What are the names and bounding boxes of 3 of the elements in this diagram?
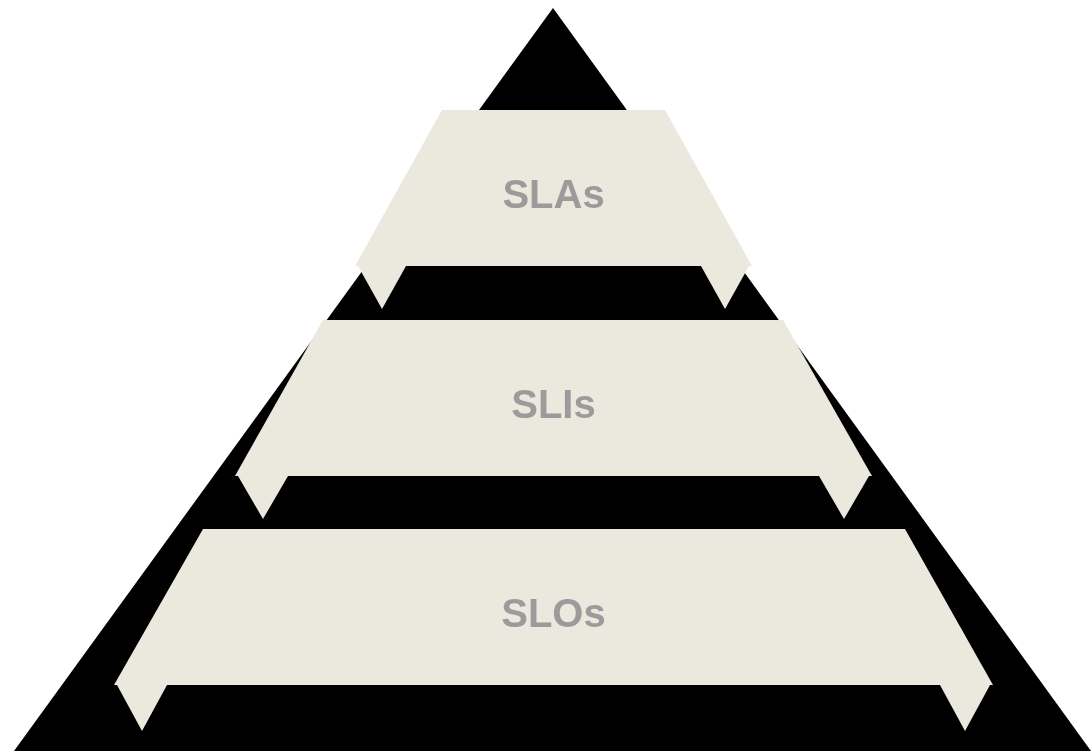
- level-label: SLAs: [502, 171, 605, 217]
- level-label: SLOs: [501, 590, 606, 636]
- level-label: SLIs: [511, 381, 596, 427]
